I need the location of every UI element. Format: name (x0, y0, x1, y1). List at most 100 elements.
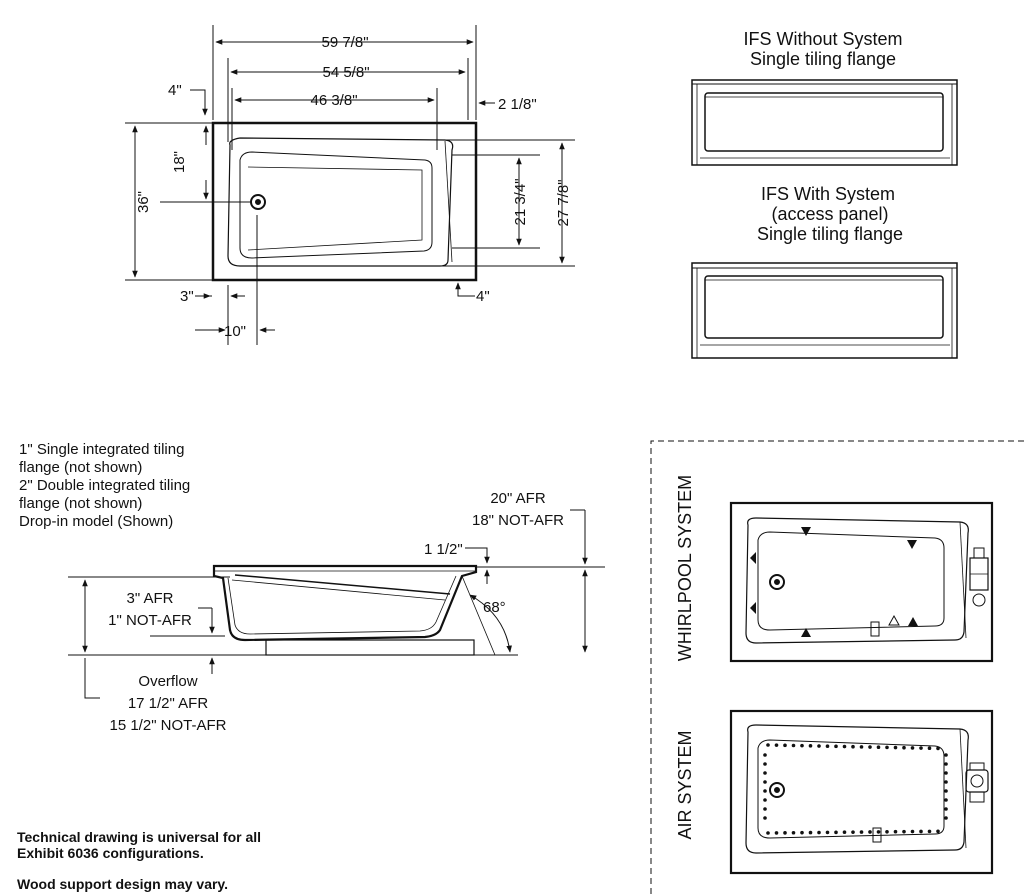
air-jet-icon (927, 829, 932, 834)
air-jet-icon (791, 830, 796, 835)
ifs-without-title-line1: IFS Without System (743, 29, 902, 49)
jet-icon (908, 617, 918, 626)
drain-from-edge-label: 18" (171, 151, 188, 173)
air-system-label: AIR SYSTEM (675, 730, 695, 839)
air-jet-icon (868, 830, 872, 834)
air-jet-icon (774, 831, 779, 835)
ifs-with-title-line3: Single tiling flange (757, 224, 903, 244)
air-jet-icon (885, 830, 889, 834)
tub-rim (227, 137, 454, 267)
side-view-labels: 20" AFR 18" NOT-AFR 1 1/2" 3" AFR 1" NOT… (108, 490, 564, 734)
air-jet-icon (783, 743, 787, 748)
angle-label: 68° (483, 599, 506, 616)
plan-view-labels: 59 7/8" 54 5/8" 46 3/8" 4" 2 1/8" 18" 36… (135, 34, 572, 340)
base-not-afr-label: 1" NOT-AFR (108, 612, 192, 629)
ifs-with-title-line1: IFS With System (761, 184, 895, 204)
air-jet-icon (763, 807, 767, 811)
air-jet-icon (919, 829, 923, 834)
air-jet-icon (868, 745, 872, 749)
universal-note-line2: Exhibit 6036 configurations. (17, 845, 204, 861)
ifs-without-drawing (691, 79, 958, 166)
air-jet-icon (876, 745, 881, 750)
air-tub-drawing (729, 709, 994, 875)
bottom-notes: Technical drawing is universal for all E… (17, 829, 261, 892)
overall-length-label: 59 7/8" (321, 34, 368, 51)
air-jet-icon (919, 746, 923, 750)
side-view (68, 509, 605, 699)
air-jet-icon (817, 744, 821, 748)
air-jet-icon (766, 743, 770, 747)
air-jet-icon (944, 771, 948, 775)
wood-support-note: Wood support design may vary. (17, 876, 228, 892)
universal-note-line1: Technical drawing is universal for all (17, 829, 261, 845)
air-jet-icon (902, 829, 906, 834)
air-jet-icon (944, 816, 948, 820)
air-jet-icon (842, 830, 847, 835)
air-jet-icon (859, 745, 864, 749)
air-jet-icon (763, 816, 767, 820)
ifs-with-title-line2: (access panel) (771, 204, 888, 224)
air-jet-icon (944, 780, 948, 784)
rim-height-label: 1 1/2" (424, 541, 463, 558)
overflow-label: Overflow (138, 673, 197, 690)
drain-inset-label: 3" (180, 288, 194, 305)
ifs-with-drawing (691, 262, 958, 359)
air-jet-icon (808, 830, 813, 835)
air-jet-icon (851, 744, 855, 749)
flange-note-1: 1" Single integrated tiling (19, 441, 184, 458)
whirlpool-jets (750, 527, 918, 637)
drain-to-wall-label: 10" (224, 323, 246, 340)
air-jet-icon (910, 746, 915, 750)
jet-icon (750, 552, 756, 564)
air-jet-icon (902, 745, 906, 750)
plan-view (125, 25, 575, 345)
air-jet-icon (763, 789, 767, 793)
flange-note-2: flange (not shown) (19, 459, 142, 476)
rim-length-label: 54 5/8" (322, 64, 369, 81)
flange-note-4: flange (not shown) (19, 495, 142, 512)
air-jet-icon (763, 798, 767, 802)
air-jet-icon (763, 771, 767, 775)
air-jet-icon (834, 744, 838, 749)
air-jet-icon (893, 829, 898, 834)
tub-basin (239, 151, 433, 259)
air-jet-icon (817, 830, 821, 835)
flange-note-3: 2" Double integrated tiling (19, 477, 190, 494)
air-jet-icon (774, 743, 779, 747)
air-jets (763, 743, 948, 835)
air-jet-icon (910, 829, 915, 834)
jet-icon (907, 540, 917, 549)
air-jet-icon (944, 807, 948, 811)
overflow-not-afr-label: 15 1/2" NOT-AFR (109, 717, 226, 734)
air-jet-icon (800, 743, 804, 748)
air-drain-icon (769, 782, 785, 798)
air-jet-icon (885, 745, 889, 750)
flange-note-5: Drop-in model (Shown) (19, 513, 173, 530)
left-offset-label: 4" (168, 82, 182, 99)
air-jet-icon (825, 830, 830, 835)
air-jet-icon (936, 746, 940, 751)
air-jet-icon (766, 831, 770, 835)
tub-side-profile (212, 564, 478, 642)
right-offset-label: 2 1/8" (498, 96, 537, 113)
air-jet-icon (791, 743, 796, 748)
air-jet-icon (763, 753, 767, 757)
air-jet-icon (936, 829, 940, 834)
air-jet-icon (893, 745, 898, 750)
jet-icon (801, 628, 811, 637)
jet-icon (750, 602, 756, 614)
air-jet-icon (876, 830, 881, 834)
whirlpool-drain-icon (769, 574, 785, 590)
air-jet-icon (944, 789, 948, 793)
flange-notes: 1" Single integrated tiling flange (not … (19, 441, 190, 530)
whirlpool-system-label: WHIRLPOOL SYSTEM (675, 475, 695, 661)
whirlpool-tub-drawing (729, 501, 994, 663)
overall-width-label: 36" (135, 191, 152, 213)
drain-icon (250, 194, 266, 210)
blower-icon (965, 769, 989, 793)
rim-width-label: 27 7/8" (555, 179, 572, 226)
bottom-length-label: 46 3/8" (310, 92, 357, 109)
bottom-width-label: 21 3/4" (512, 178, 529, 225)
air-jet-icon (808, 744, 813, 748)
air-jet-icon (842, 744, 847, 749)
